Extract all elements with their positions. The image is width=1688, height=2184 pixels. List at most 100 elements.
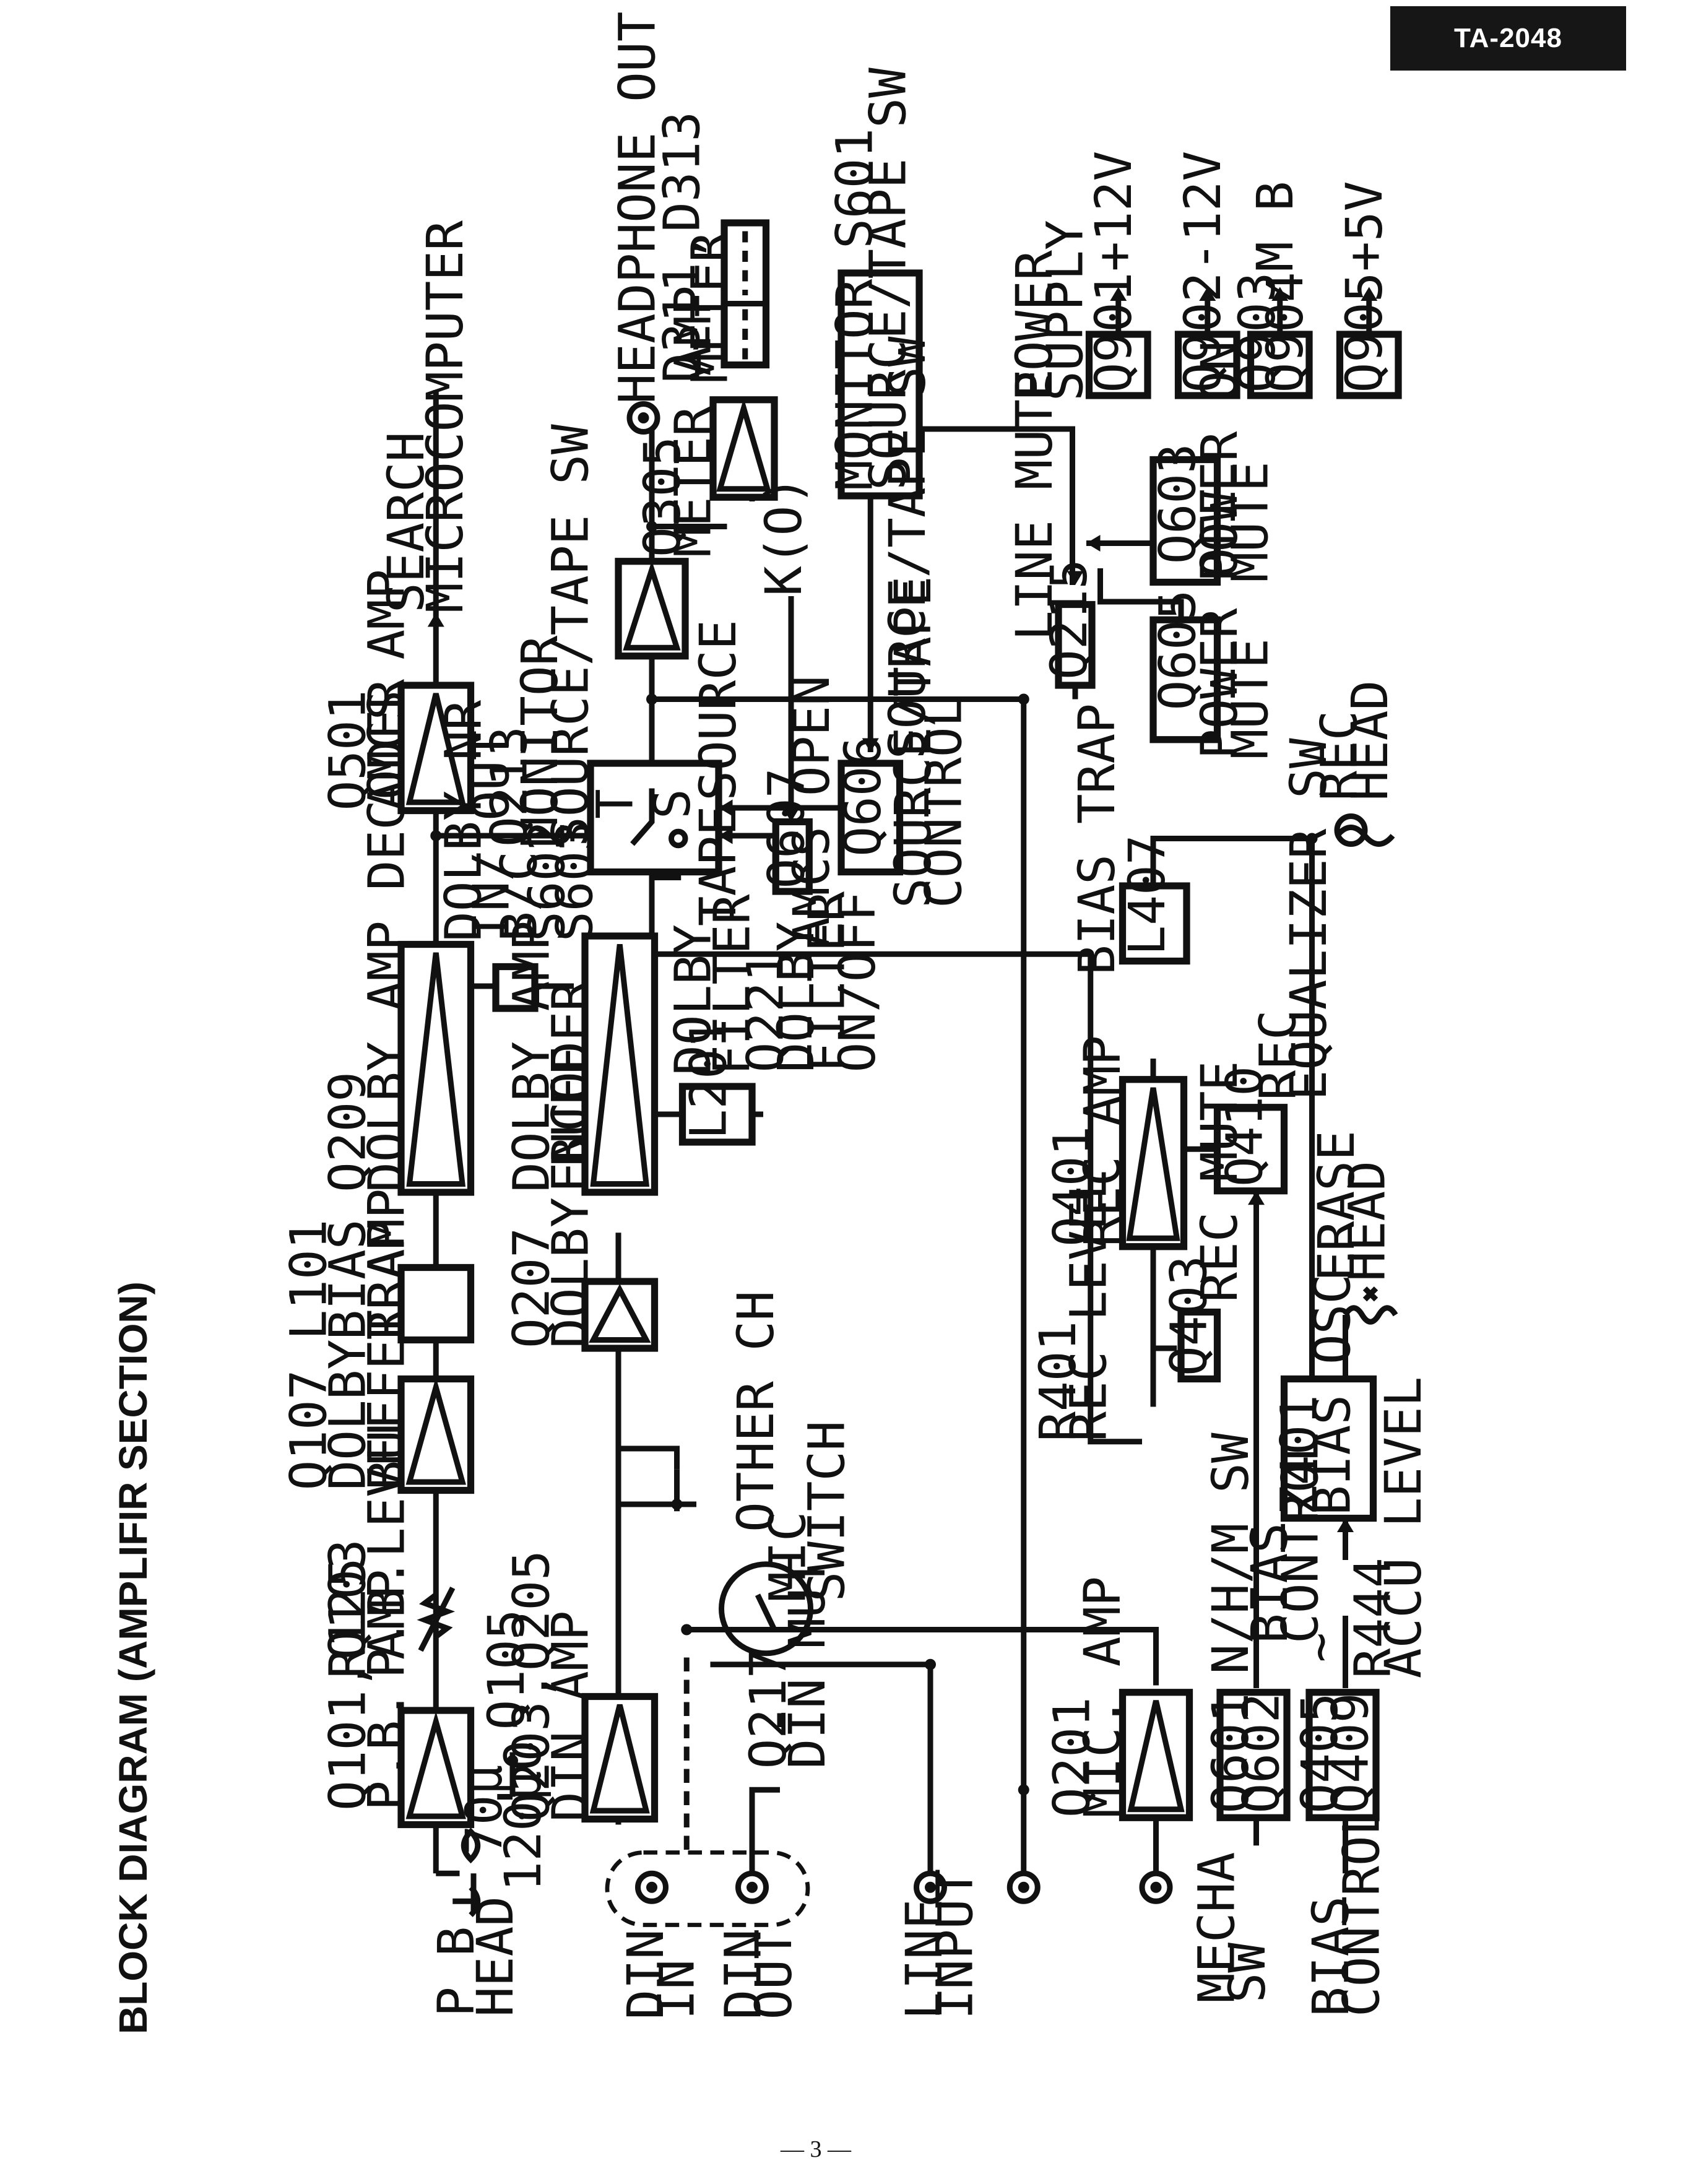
svg-text:DOLBY: DOLBY bbox=[768, 922, 826, 1073]
svg-text:T: T bbox=[587, 789, 645, 819]
svg-text:HEAD: HEAD bbox=[1339, 1161, 1397, 1281]
svg-text:R444: R444 bbox=[1344, 1558, 1403, 1678]
svg-text:ENCODER: ENCODER bbox=[542, 981, 600, 1192]
svg-text:OTHER CH: OTHER CH bbox=[727, 1291, 786, 1532]
amcs-open-label: AMCS OPEN bbox=[783, 675, 841, 947]
q405-block bbox=[1305, 1689, 1380, 1821]
svg-text:TAPE: TAPE bbox=[690, 805, 748, 926]
svg-text:AMCS OPEN: AMCS OPEN bbox=[783, 675, 841, 947]
svg-text:Q601: Q601 bbox=[1202, 1692, 1260, 1813]
q901-label: Q901 bbox=[1085, 272, 1143, 392]
svg-text:EQUALIZER SW: EQUALIZER SW bbox=[1280, 738, 1338, 1100]
svg-text:LINE MUTE: LINE MUTE bbox=[1006, 369, 1064, 641]
v12p-label: +12V bbox=[1085, 151, 1143, 272]
svg-text:L201: L201 bbox=[680, 1018, 738, 1139]
source-label: SOURCE bbox=[690, 620, 748, 801]
q905-label: Q905 bbox=[1336, 272, 1394, 392]
svg-text:Q217: Q217 bbox=[740, 1648, 798, 1769]
l201-block bbox=[678, 1083, 756, 1146]
svg-text:Q215: Q215 bbox=[1041, 559, 1099, 680]
q606-label: Q606 bbox=[834, 736, 893, 857]
q410-label: Q410 bbox=[1216, 1066, 1275, 1187]
bias-trap-label: BIAS TRAP bbox=[1068, 703, 1127, 975]
svg-text:Q901: Q901 bbox=[1085, 272, 1143, 392]
cap70-label: 70μ bbox=[456, 1765, 514, 1855]
svg-text:DIN AMP: DIN AMP bbox=[542, 1611, 600, 1822]
q606-block bbox=[838, 760, 904, 876]
svg-text:Q602: Q602 bbox=[1233, 1692, 1291, 1813]
svg-text:DOLBY BUFF: DOLBY BUFF bbox=[542, 1046, 600, 1348]
q410-block bbox=[1213, 1104, 1288, 1195]
l101-bias-trap-block bbox=[397, 1263, 475, 1344]
q902-block bbox=[1174, 331, 1240, 399]
pb-head-coil bbox=[452, 1827, 481, 1917]
q605-block bbox=[1149, 616, 1221, 743]
svg-text:Q409: Q409 bbox=[1322, 1692, 1380, 1813]
svg-text:SOURCE/TAPE SW: SOURCE/TAPE SW bbox=[879, 336, 937, 759]
svg-text:Z401: Z401 bbox=[1270, 1395, 1328, 1515]
din-connector-outline bbox=[605, 1850, 810, 1927]
svg-text:POWER: POWER bbox=[1006, 250, 1064, 401]
svg-text:DOLBY NR: DOLBY NR bbox=[435, 700, 493, 942]
svg-text:SEARCH: SEARCH bbox=[378, 431, 436, 613]
q215-label: Q215 bbox=[1041, 559, 1099, 680]
svg-text:Q213: Q213 bbox=[481, 726, 539, 847]
svg-text:Q305: Q305 bbox=[634, 436, 692, 557]
svg-text:S603: S603 bbox=[546, 821, 604, 942]
rec-head-coil bbox=[1334, 813, 1395, 847]
svg-text:70μ: 70μ bbox=[456, 1765, 514, 1855]
wire-din-out bbox=[749, 1787, 780, 1874]
svg-text:REC MUTE: REC MUTE bbox=[1191, 1061, 1249, 1302]
power-arrows bbox=[427, 287, 1378, 1532]
svg-text:FILTER: FILTER bbox=[704, 894, 762, 1075]
svg-text:REC: REC bbox=[1311, 710, 1369, 800]
q215-block bbox=[1055, 600, 1096, 689]
svg-text:BIAS: BIAS bbox=[1302, 1896, 1361, 2017]
svg-text:Q903: Q903 bbox=[1229, 272, 1287, 392]
svg-text:Q203,Q205: Q203,Q205 bbox=[503, 1550, 561, 1822]
q101-pb-amp-block bbox=[397, 1707, 475, 1829]
q213-monitor-switch-block bbox=[587, 760, 722, 876]
q902-label: Q902 bbox=[1174, 272, 1232, 392]
svg-text:Q410: Q410 bbox=[1216, 1066, 1275, 1187]
svg-text:MONITOR: MONITOR bbox=[511, 635, 569, 847]
svg-text:Q209: Q209 bbox=[319, 1072, 378, 1192]
q603-block bbox=[1149, 456, 1221, 586]
svg-text:TRAP: TRAP bbox=[358, 1219, 417, 1340]
svg-text:BIAS: BIAS bbox=[319, 1219, 378, 1340]
svg-text:BIAS: BIAS bbox=[1241, 1523, 1299, 1644]
meter-block bbox=[721, 219, 770, 369]
svg-text:MIC: MIC bbox=[760, 1511, 818, 1601]
svg-text:MIC. AMP: MIC. AMP bbox=[1074, 1576, 1132, 1818]
svg-text:Q607: Q607 bbox=[758, 768, 816, 888]
q403-label: Q403 bbox=[1161, 1255, 1219, 1376]
l407-label: L407 bbox=[1119, 834, 1177, 955]
z401-bias-osc-block bbox=[1280, 1375, 1377, 1522]
line-mute-label: LINE MUTE bbox=[1006, 369, 1064, 641]
svg-text:SWITCH: SWITCH bbox=[799, 1421, 857, 1602]
svg-text:REC LEVEL: REC LEVEL bbox=[1060, 1170, 1119, 1442]
l407-block bbox=[1119, 882, 1190, 965]
svg-text:ERASE: ERASE bbox=[1308, 1130, 1366, 1281]
wire-rec-feed bbox=[652, 951, 1142, 1445]
svg-text:Q105: Q105 bbox=[478, 1609, 536, 1730]
mic-switch-circle bbox=[719, 1561, 813, 1657]
q403-block bbox=[1177, 1308, 1221, 1383]
input-jacks bbox=[626, 401, 1173, 1904]
